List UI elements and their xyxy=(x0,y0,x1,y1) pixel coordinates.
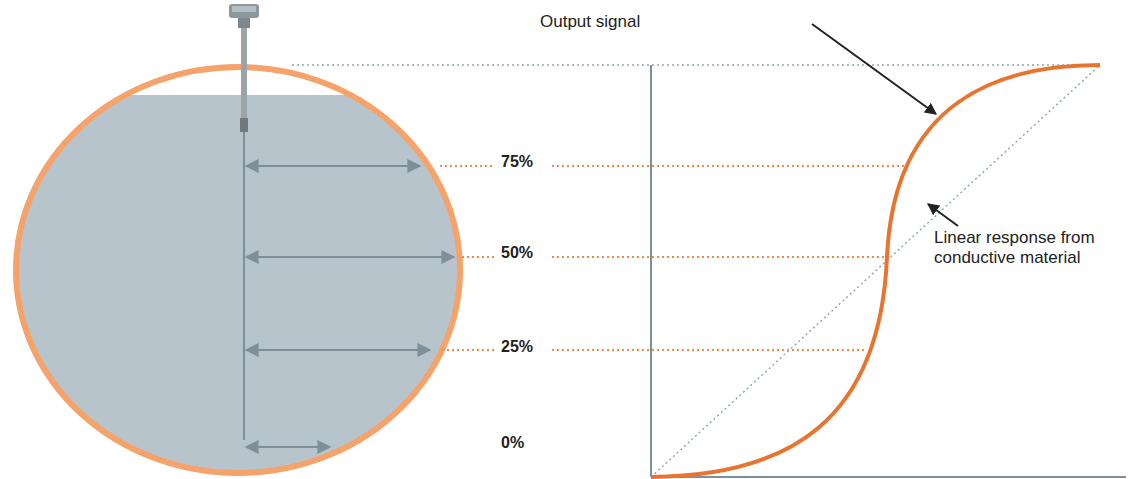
output-curve xyxy=(651,65,1100,477)
callout-arrow xyxy=(812,24,936,114)
level-lines xyxy=(440,166,906,350)
callout-arrow xyxy=(928,204,958,226)
level-label: 75% xyxy=(501,152,533,171)
annotation-label: Linear response from conductive material xyxy=(934,228,1124,269)
level-label: 50% xyxy=(501,243,533,262)
level-label: 25% xyxy=(501,337,533,356)
capacitance-arrows xyxy=(246,166,454,447)
level-label: 0% xyxy=(501,433,524,452)
signal-label: Output signal xyxy=(540,12,640,32)
level-probe xyxy=(229,4,259,440)
liquid xyxy=(10,95,470,479)
tank-wall xyxy=(16,67,460,473)
linear-response-line xyxy=(651,65,1100,477)
full-level-line xyxy=(292,64,1100,66)
chart-axes xyxy=(651,65,1126,477)
